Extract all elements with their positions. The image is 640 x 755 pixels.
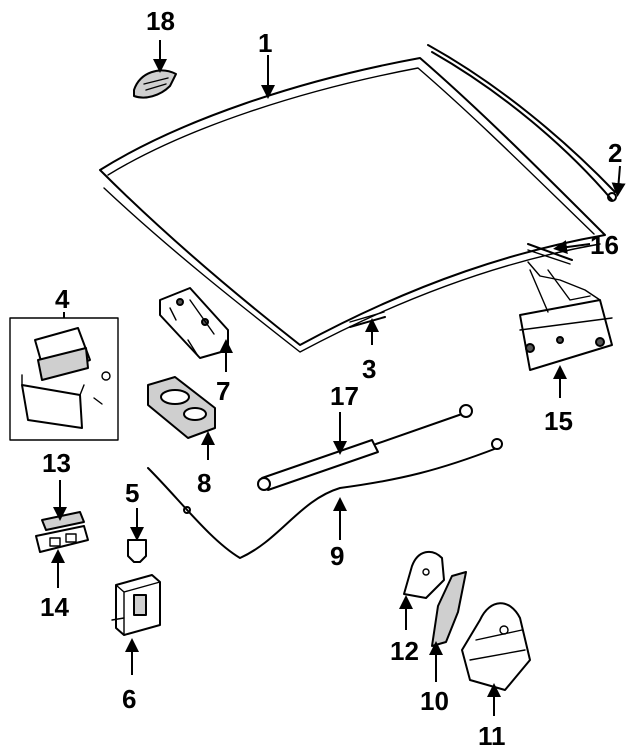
hood-seal — [427, 44, 617, 202]
callout-17: 17 — [330, 381, 359, 411]
callout-4: 4 — [55, 284, 70, 314]
hood-latch — [159, 287, 229, 359]
release-cable — [147, 438, 503, 559]
hood-panel — [99, 57, 606, 353]
insulator-strip — [349, 311, 386, 328]
callout-5: 5 — [125, 478, 139, 508]
leader-2 — [611, 165, 626, 197]
small-panel — [403, 550, 445, 599]
callout-13: 13 — [42, 448, 71, 478]
callout-11: 11 — [478, 721, 506, 751]
callout-16: 16 — [590, 230, 619, 260]
cover-panel — [461, 602, 531, 691]
callout-2: 2 — [608, 138, 622, 168]
latch-clip-lower — [35, 525, 89, 553]
callout-9: 9 — [330, 541, 344, 571]
striker-plate — [147, 376, 216, 439]
lift-support — [257, 404, 473, 491]
callout-10: 10 — [420, 686, 449, 716]
callout-14: 14 — [40, 592, 69, 622]
callout-12: 12 — [390, 636, 419, 666]
latch-assembly-box — [9, 317, 119, 441]
leader-16 — [553, 240, 591, 255]
callout-18: 18 — [146, 6, 175, 36]
hinge-pin — [527, 243, 573, 265]
hood-emblem — [133, 69, 177, 99]
callout-7: 7 — [216, 376, 230, 406]
hood-bumper — [127, 539, 147, 563]
callout-6: 6 — [122, 684, 136, 714]
hood-hinge — [519, 261, 613, 371]
callout-8: 8 — [197, 468, 211, 498]
bumper-bracket — [111, 574, 161, 636]
callout-1: 1 — [258, 28, 272, 58]
latch-clip-upper — [41, 511, 85, 531]
side-seal — [431, 571, 467, 647]
callout-15: 15 — [544, 406, 573, 436]
callout-3: 3 — [362, 354, 376, 384]
